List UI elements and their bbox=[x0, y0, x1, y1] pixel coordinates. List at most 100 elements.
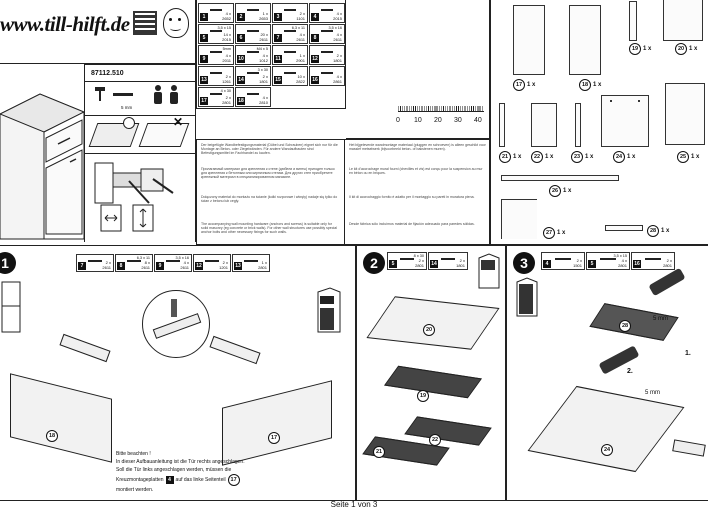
hardware-qty-value: 1 x bbox=[262, 11, 268, 16]
step-number: 1 bbox=[0, 252, 16, 274]
hardware-id: 8 bbox=[117, 262, 125, 270]
hardware-id: 7 bbox=[274, 34, 282, 42]
screwdriver-icon bbox=[113, 93, 133, 96]
hardware-code: 1012 bbox=[259, 57, 268, 63]
hardware-qty-value: 20 x bbox=[260, 32, 268, 37]
note-part-ref: 17 bbox=[227, 474, 240, 486]
hardware-spec: 6,3 x 11 bbox=[136, 256, 150, 260]
cabinet-small-sketch bbox=[316, 286, 342, 336]
hardware-qty-value: 8 x bbox=[144, 260, 150, 265]
panel-label-24: 24 bbox=[601, 438, 613, 456]
hardware-code: 1101 bbox=[296, 15, 305, 21]
ruler-mark: 30 bbox=[454, 117, 462, 124]
info-text-panel: Der beigefügte Wandbefestigungsmaterial … bbox=[196, 139, 490, 246]
hardware-qty-value: 4 x bbox=[262, 53, 268, 58]
hardware-id: 12 bbox=[311, 55, 319, 63]
hardware-id: 9 bbox=[156, 262, 164, 270]
screw-icon bbox=[246, 9, 260, 11]
hardware-id: 11 bbox=[274, 55, 282, 63]
panel-18 bbox=[10, 373, 112, 463]
info-it: Il kit di accrochaggio fornito è adatto … bbox=[349, 195, 475, 199]
mascot-face-icon bbox=[163, 8, 189, 38]
panel-24 bbox=[527, 385, 685, 473]
hardware-qty-value: 2 x bbox=[225, 74, 231, 79]
hardware-spec: 3,5 x 16 bbox=[328, 26, 342, 30]
screw-icon bbox=[320, 9, 334, 11]
hardware-code: 1801 bbox=[456, 262, 465, 268]
info-pl: Dołączony materiał do montażu na ścianie… bbox=[201, 195, 338, 204]
hardware-code: 2801 bbox=[415, 262, 424, 268]
note-line: montiert werden. bbox=[116, 487, 154, 493]
hammer-icon bbox=[95, 87, 109, 101]
screw-icon bbox=[246, 30, 260, 32]
hardware-code: 2801 bbox=[258, 264, 267, 270]
screw-icon bbox=[246, 51, 260, 53]
hardware-qty-value: 2 x bbox=[336, 53, 342, 58]
hardware-qty-value: 2 x bbox=[459, 258, 465, 263]
substep: 2. bbox=[627, 368, 633, 375]
ruler-mark: 20 bbox=[434, 117, 442, 124]
part-25 bbox=[665, 83, 705, 145]
info-nl: Het bijgeleverde wandmontage materiaal (… bbox=[349, 143, 486, 152]
screw-icon bbox=[246, 93, 260, 95]
hardware-id: 9 bbox=[200, 55, 208, 63]
model-panel: 87112.510 5 mm ✕ bbox=[84, 64, 196, 242]
hardware-qty-value: 2 x bbox=[299, 11, 305, 16]
hardware-code: 1801 bbox=[259, 78, 268, 84]
hardware-id: 14 bbox=[237, 76, 245, 84]
hardware-code: 2861 bbox=[333, 78, 342, 84]
hardware-id: 8 bbox=[311, 34, 319, 42]
step-number: 2 bbox=[363, 252, 385, 274]
hardware-qty-value: 2 x bbox=[418, 258, 424, 263]
qr-code-icon bbox=[133, 11, 157, 35]
smiley-icon bbox=[123, 117, 135, 129]
ruler-mark: 40 bbox=[474, 117, 482, 124]
part-19 bbox=[629, 1, 637, 41]
hardware-qty-value: 4 x bbox=[336, 11, 342, 16]
hardware-id: 2 bbox=[237, 13, 245, 21]
info-de: Der beigefügte Wandbefestigungsmaterial … bbox=[201, 143, 338, 156]
hardware-id: 13 bbox=[234, 262, 242, 270]
ruler bbox=[398, 106, 484, 122]
hardware-code: 2015 bbox=[222, 36, 231, 42]
note-title: Bitte beachten ! bbox=[116, 451, 151, 457]
screw-icon bbox=[166, 259, 180, 262]
info-fr: Le kit d'accrochage mural fourni (chevil… bbox=[349, 167, 483, 176]
hardware-code: 2011 bbox=[222, 57, 231, 63]
screw-icon bbox=[600, 257, 616, 260]
hardware-spec: 3,5 x 16 bbox=[175, 256, 189, 260]
hardware-id: 4 bbox=[311, 13, 319, 21]
hardware-code: 2015 bbox=[333, 15, 342, 21]
